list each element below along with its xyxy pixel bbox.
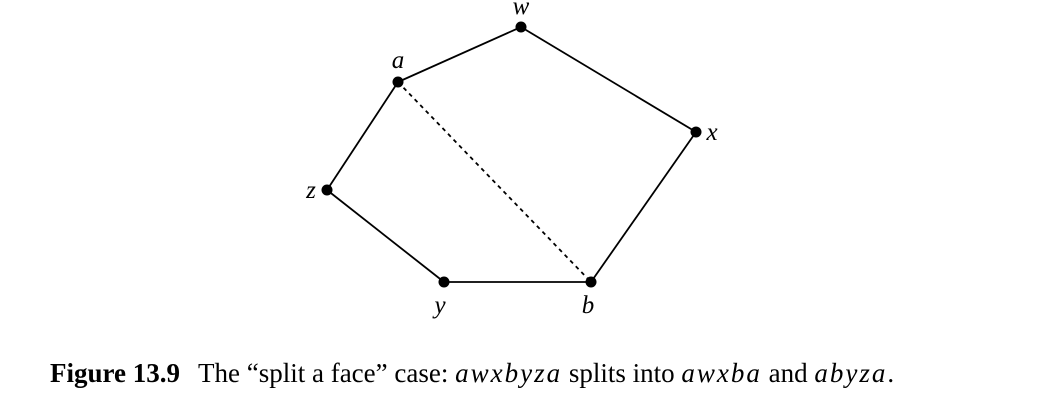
vertices — [321, 21, 702, 288]
edges — [326, 26, 697, 283]
caption-text-end: . — [887, 358, 895, 388]
edge-a-b-dashed — [397, 81, 592, 283]
vertex-y — [438, 276, 450, 288]
vertex-label-z: z — [305, 177, 316, 204]
vertex-label-a: a — [392, 47, 405, 74]
vertex-label-y: y — [431, 292, 446, 319]
figure-label: Figure 13.9 — [50, 358, 180, 388]
vertex-x — [690, 126, 702, 138]
caption-text-and: and — [761, 358, 815, 388]
caption-face: awxbyza — [455, 358, 563, 388]
vertex-b — [585, 276, 597, 288]
vertex-a — [392, 76, 404, 88]
caption-text-before: The “split a face” case: — [198, 358, 456, 388]
edge-a-w — [397, 26, 522, 83]
vertex-label-b: b — [582, 292, 595, 319]
figure-caption: Figure 13.9 The “split a face” case: awxb… — [50, 358, 894, 389]
vertex-z — [321, 184, 333, 196]
caption-face-1: awxba — [681, 358, 762, 388]
caption-text-middle: splits into — [562, 358, 682, 388]
edge-w-x — [520, 26, 697, 133]
vertex-label-x: x — [705, 119, 717, 146]
vertex-w — [515, 21, 527, 33]
edge-y-z — [326, 189, 445, 283]
face-split-diagram: w a x z y b — [305, 0, 717, 319]
vertex-label-w: w — [513, 0, 530, 20]
edge-x-b — [590, 131, 697, 283]
vertex-labels: w a x z y b — [305, 0, 717, 319]
caption-face-2: abyza — [814, 358, 888, 388]
edge-z-a — [326, 81, 399, 191]
